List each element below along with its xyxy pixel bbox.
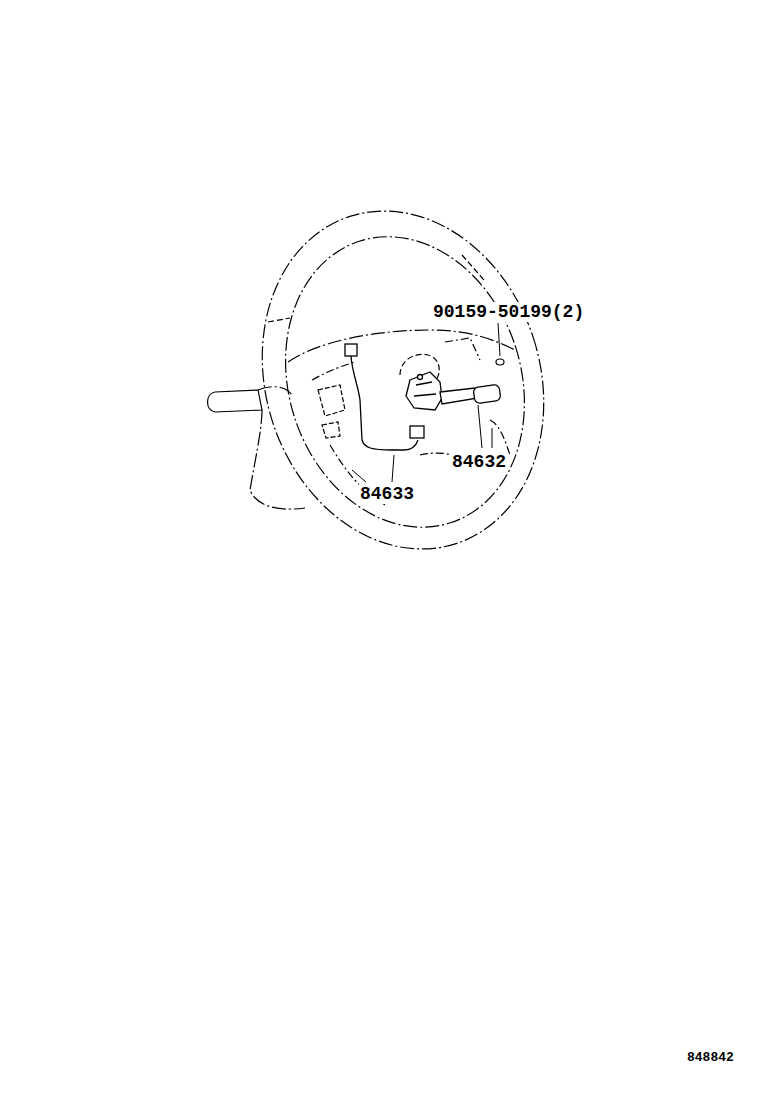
diagram-code: 848842 <box>686 1050 735 1065</box>
wheel-rim-inner <box>249 205 561 558</box>
steering-wheel <box>208 174 587 586</box>
hub-outline <box>288 330 515 362</box>
leader-line <box>352 455 394 482</box>
screw-hole <box>418 375 423 380</box>
screw <box>496 359 504 365</box>
switch-assembly <box>406 372 501 410</box>
leader-line <box>498 323 500 356</box>
column-shroud <box>250 387 305 509</box>
leader-line <box>478 405 492 448</box>
screw-head <box>496 359 504 365</box>
lever-arm <box>440 388 478 404</box>
switch-outline <box>318 385 345 438</box>
connector <box>410 426 424 438</box>
switch-body <box>406 372 442 410</box>
part-number: 90159-50199(2) <box>432 302 585 322</box>
switch-detail <box>414 382 436 396</box>
spoke-outline <box>490 420 510 455</box>
lever-knob <box>473 384 501 403</box>
connector <box>345 344 357 356</box>
wire <box>351 356 418 450</box>
wheel-rim-outer <box>220 174 587 586</box>
part-number: 84633 <box>359 484 415 504</box>
hub-outline <box>312 338 480 380</box>
column-stalk <box>208 390 263 412</box>
part-number: 84632 <box>451 452 507 472</box>
